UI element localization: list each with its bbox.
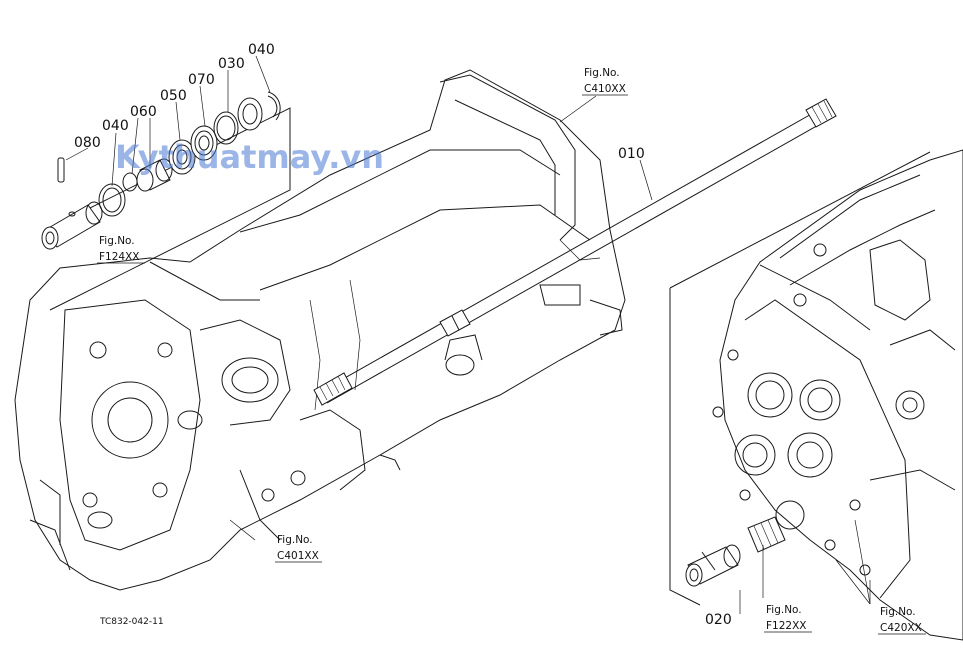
circlip-040-left <box>98 183 126 217</box>
bushing-060 <box>136 158 173 192</box>
fig-ref-c401-line2: C401XX <box>277 550 319 562</box>
fig-ref-c420-line2: C420XX <box>880 622 922 634</box>
fig-ref-f124-line2: F124XX <box>99 251 139 263</box>
part-label-040b: 040 <box>102 118 129 134</box>
ring-030 <box>213 111 239 145</box>
part-label-040: 040 <box>248 42 275 58</box>
fig-ref-c410-line2: C410XX <box>584 83 626 95</box>
drawing-code: TC832-042-11 <box>99 617 164 627</box>
seal-030 <box>237 97 263 131</box>
fig-ref-f122: Fig.No. F122XX <box>764 604 812 633</box>
fig-ref-c410: Fig.No. C410XX <box>582 67 628 96</box>
main-shaft <box>313 98 837 406</box>
part-label-010: 010 <box>618 146 645 162</box>
bearing-070 <box>190 125 218 161</box>
leader-lines <box>229 95 931 614</box>
part-label-070: 070 <box>188 72 215 88</box>
transmission-case-left <box>14 69 626 591</box>
watermark: Kythuatmay.vn <box>115 138 384 176</box>
fig-ref-c420: Fig.No. C420XX <box>878 606 926 635</box>
exploded-parts-group <box>41 55 291 311</box>
bearing-050 <box>168 139 196 175</box>
fig-ref-c420-line1: Fig.No. <box>880 606 916 618</box>
coupling-020 <box>685 544 741 587</box>
part-label-060: 060 <box>130 104 157 120</box>
part-label-080: 080 <box>74 135 101 151</box>
fig-ref-f124-line1: Fig.No. <box>99 235 135 247</box>
circlip-040-right <box>267 91 281 121</box>
part-label-030: 030 <box>218 56 245 72</box>
fig-ref-f124: Fig.No. F124XX <box>97 235 145 264</box>
fig-ref-f122-line2: F122XX <box>766 620 806 632</box>
transmission-case-right <box>712 149 963 641</box>
part-label-020: 020 <box>705 612 732 628</box>
fig-ref-f122-line1: Fig.No. <box>766 604 802 616</box>
coupling-f124 <box>41 201 103 250</box>
fig-ref-c410-line1: Fig.No. <box>584 67 620 79</box>
fig-ref-c401: Fig.No. C401XX <box>275 534 322 563</box>
part-label-050: 050 <box>160 88 187 104</box>
fig-ref-c401-line1: Fig.No. <box>277 534 313 546</box>
pin-080 <box>57 157 65 183</box>
part-labels: 040 030 070 050 060 040 080 010 020 <box>74 42 732 628</box>
